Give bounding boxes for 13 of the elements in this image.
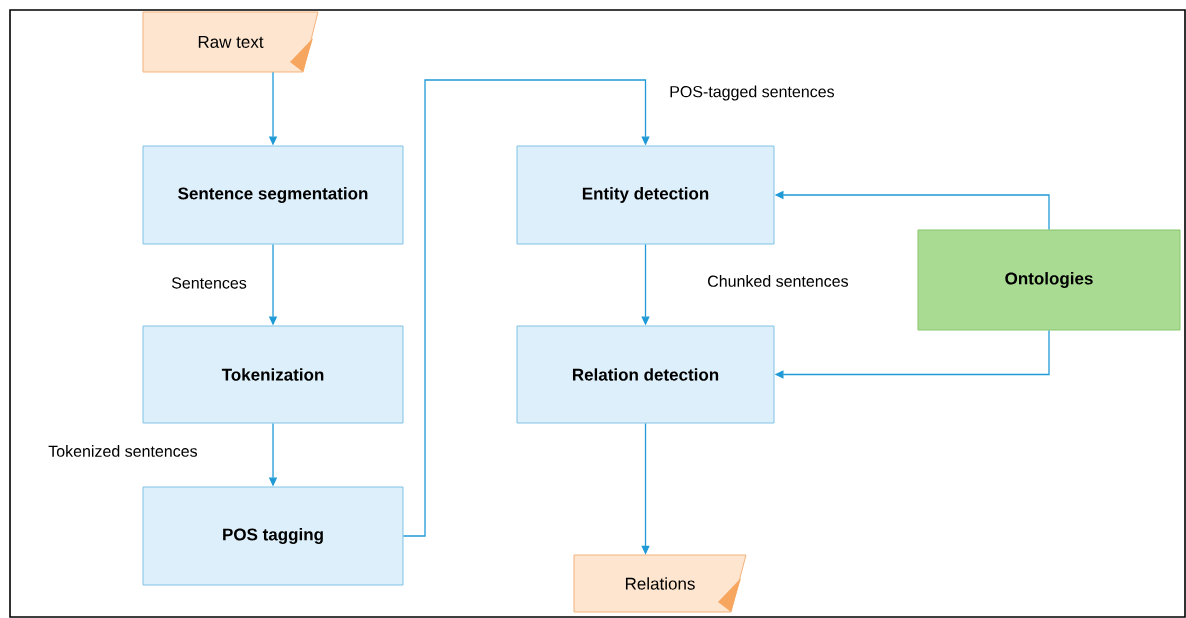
edge-label: Tokenized sentences xyxy=(48,445,197,457)
edge-label: Chunked sentences xyxy=(708,275,848,287)
process-box: Relation detection xyxy=(516,325,775,424)
process-box: Entity detection xyxy=(516,145,775,245)
edge-label: Sentences xyxy=(171,277,247,289)
arrow xyxy=(402,79,650,537)
edge-label: POS-tagged sentences xyxy=(670,85,835,101)
process-box: POS tagging xyxy=(142,486,404,586)
process-box: Tokenization xyxy=(142,325,404,424)
document-box: Raw text xyxy=(142,11,319,73)
data-box: Ontologies xyxy=(917,229,1181,331)
process-box: Sentence segmentation xyxy=(142,145,404,245)
document-box: Relations xyxy=(573,554,747,613)
